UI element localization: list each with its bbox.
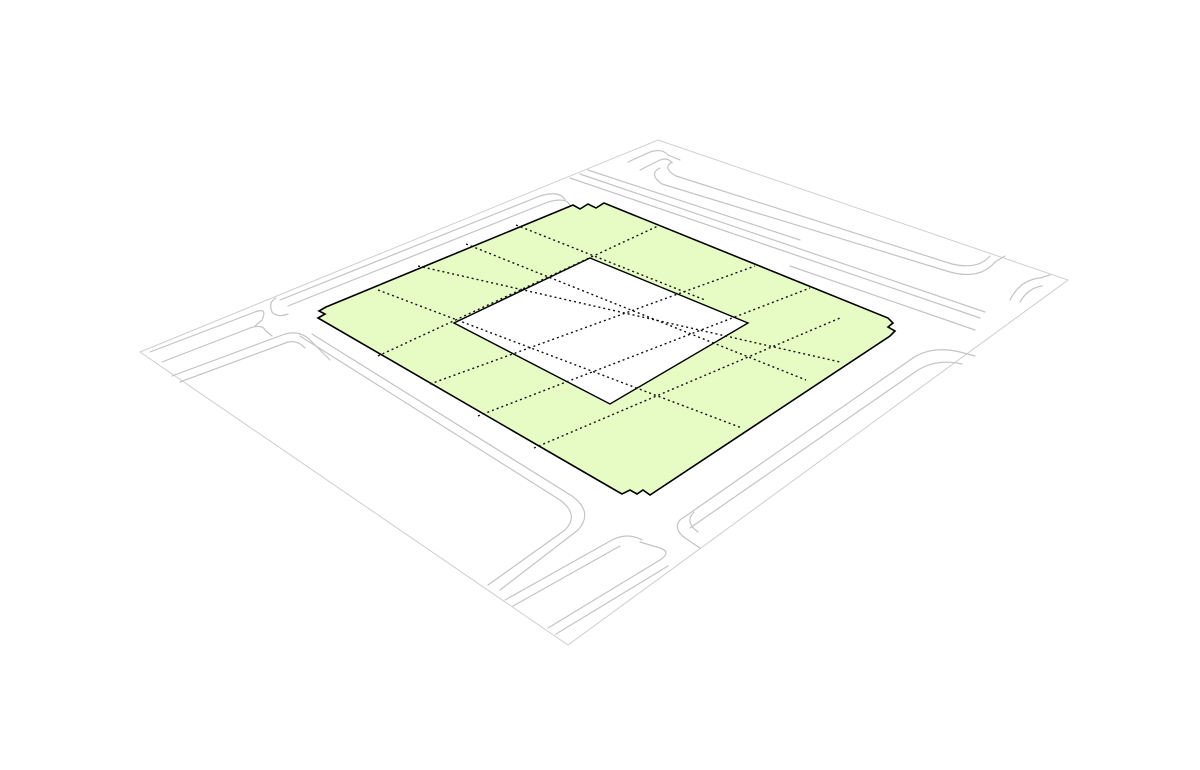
grid-line-b4 xyxy=(533,317,841,449)
street-upper-left-curb-b xyxy=(287,199,571,307)
street-upper-left-inner xyxy=(161,325,273,363)
street-upper-right-b xyxy=(579,173,986,313)
street-right-corner-b xyxy=(1019,285,1043,303)
street-lower-left-block-b xyxy=(311,333,586,591)
street-upper-right-block-a xyxy=(653,167,1006,275)
street-lower-left-b xyxy=(179,341,306,383)
street-lower-left-block xyxy=(299,335,572,586)
street-lower-right-d xyxy=(689,511,699,533)
street-upper-left-curb-c xyxy=(270,297,289,317)
street-upper-right-block-b xyxy=(667,161,991,267)
grid-line-a3 xyxy=(417,265,841,363)
street-upper-right-a xyxy=(569,177,981,319)
street-bottom-a xyxy=(547,541,667,629)
street-bottom-c xyxy=(504,535,643,601)
grid-line-b3 xyxy=(477,287,811,417)
grid-line-b1 xyxy=(377,225,659,357)
street-lower-right-c xyxy=(676,519,701,549)
street-top-loop-a xyxy=(627,149,681,163)
grid-line-a2 xyxy=(465,243,807,381)
street-bottom-b xyxy=(555,565,669,635)
street-lower-left-a xyxy=(171,332,331,377)
street-right-corner-a xyxy=(1009,274,1051,301)
street-network xyxy=(149,149,1051,635)
street-lower-right-b xyxy=(689,361,963,529)
street-upper-right-d xyxy=(789,265,976,331)
street-lower-right-a xyxy=(679,349,976,521)
street-upper-right-c xyxy=(587,169,801,241)
grid-line-a1 xyxy=(515,224,706,301)
street-upper-left-outer xyxy=(149,310,265,353)
street-upper-left-curb-a xyxy=(279,193,566,301)
street-bottom-d xyxy=(512,545,621,607)
plot-grid-lines xyxy=(377,224,841,449)
